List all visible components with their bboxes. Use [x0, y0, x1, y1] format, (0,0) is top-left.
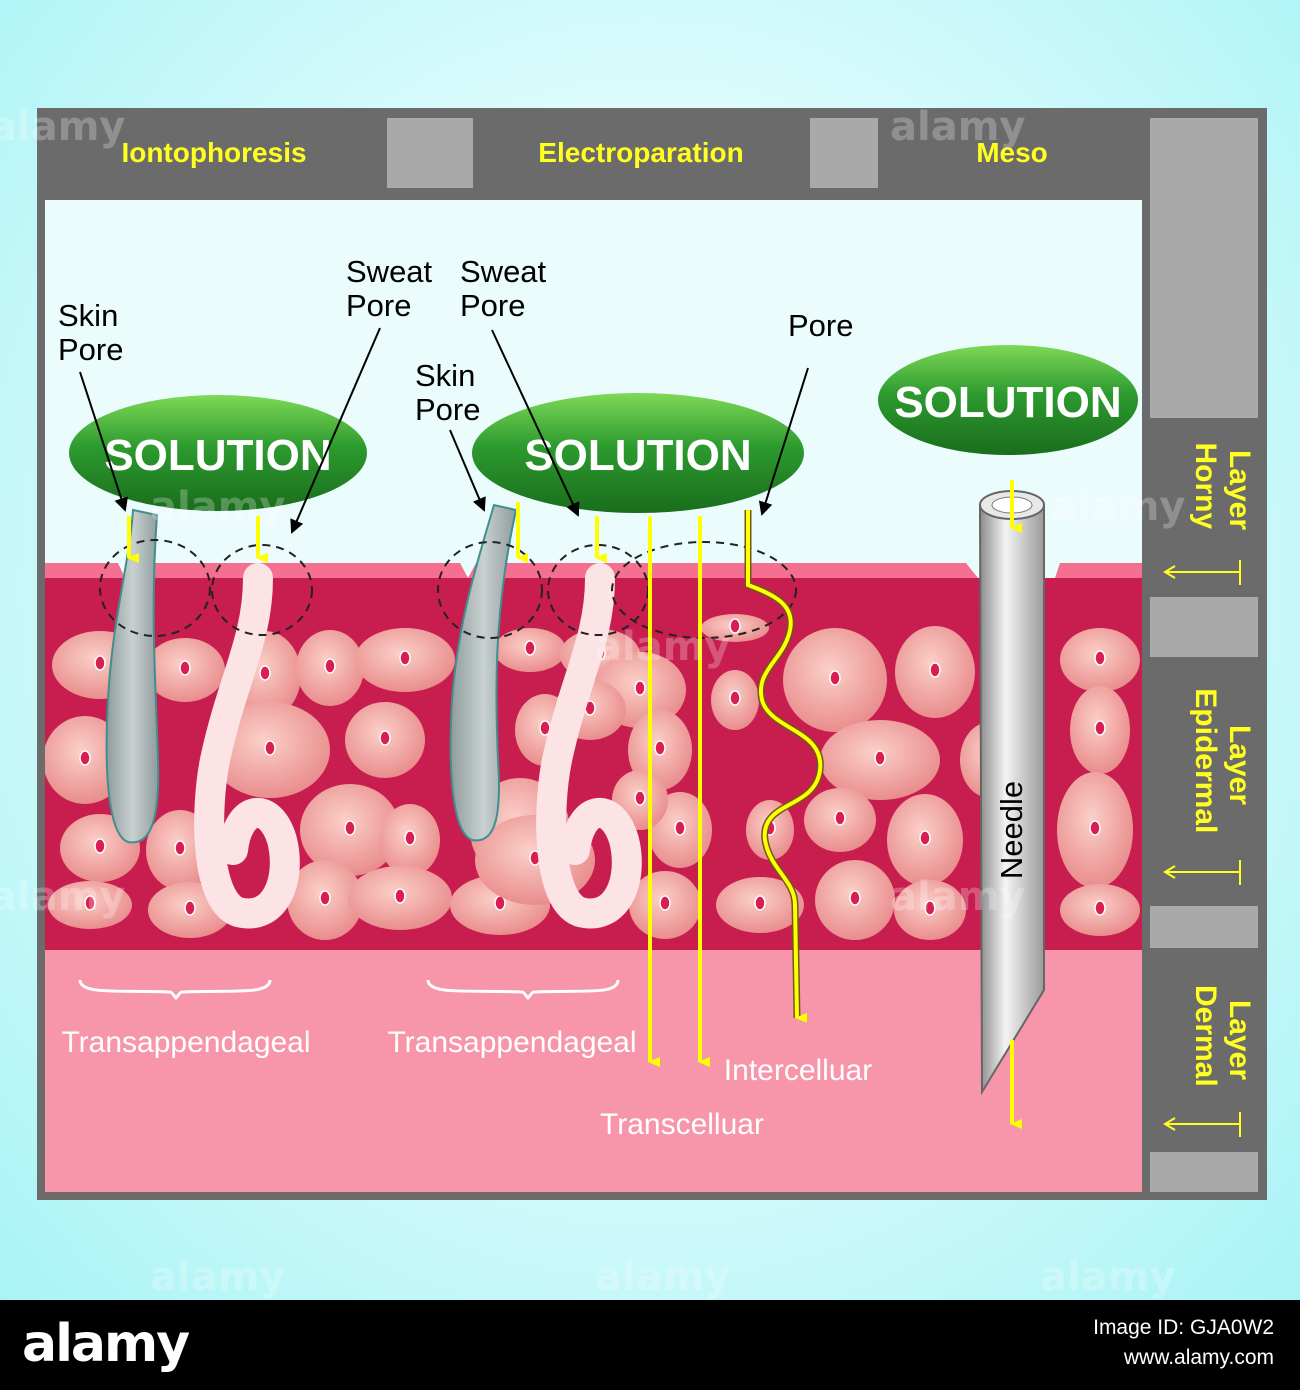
route-transcelluar: Transcelluar	[600, 1108, 764, 1141]
tab-iontophoresis: Iontophoresis	[121, 137, 306, 168]
header-block	[810, 118, 878, 188]
cell-nucleus	[654, 740, 666, 756]
solution-blob	[69, 395, 367, 511]
cell-nucleus	[754, 895, 766, 911]
side-block	[1150, 118, 1258, 418]
watermark: alamy	[0, 874, 125, 920]
cell-nucleus	[729, 690, 741, 706]
cell-nucleus	[874, 750, 886, 766]
side-block	[1150, 1152, 1258, 1192]
cell-nucleus	[729, 618, 741, 634]
cell-nucleus	[379, 730, 391, 746]
side-block	[1150, 597, 1258, 657]
cell-nucleus	[1089, 820, 1101, 836]
skin-pore-label: Skin Pore	[415, 358, 484, 427]
needle-label: Needle	[994, 781, 1029, 879]
watermark: alamy	[1050, 484, 1185, 530]
footer-logo: alamy	[22, 1314, 190, 1374]
watermark: alamy	[890, 874, 1025, 920]
watermark: alamy	[595, 624, 730, 670]
cell-nucleus	[659, 895, 671, 911]
pore-label: Pore	[788, 308, 853, 343]
brace	[426, 979, 620, 1001]
route-transappendageal: Transappendageal	[61, 1026, 310, 1059]
watermark: alamy	[595, 1254, 730, 1300]
watermarks: alamy alamy alamy alamy alamy alamy alam…	[0, 104, 1185, 1300]
cell-nucleus	[404, 830, 416, 846]
cell-nucleus	[174, 840, 186, 856]
cell-nucleus	[919, 830, 931, 846]
cell-nucleus	[1094, 720, 1106, 736]
watermark: alamy	[890, 104, 1025, 150]
solution-label: SOLUTION	[524, 431, 751, 480]
cell-nucleus	[84, 895, 96, 911]
header-block	[387, 118, 473, 188]
hair-follicle	[105, 508, 160, 844]
layer-label-horny: Horny Layer	[1189, 442, 1256, 537]
cell-nucleus	[1094, 650, 1106, 666]
cell-nucleus	[834, 810, 846, 826]
cell-nucleus	[324, 658, 336, 674]
watermark: alamy	[150, 1254, 285, 1300]
side-block	[1150, 906, 1258, 948]
cell-nucleus	[259, 665, 271, 681]
skin-delivery-diagram: Iontophoresis Electroparation Meso	[0, 104, 1267, 1300]
layer-arrows	[1163, 560, 1241, 1137]
cell-nucleus	[634, 680, 646, 696]
cell-nucleus	[634, 790, 646, 806]
cell-nucleus	[264, 740, 276, 756]
dermis-layer	[45, 950, 1142, 1192]
layer-label-epidermal: Epidermal Layer	[1189, 688, 1256, 841]
cell-nucleus	[394, 888, 406, 904]
tab-meso: Meso	[976, 137, 1048, 168]
sweat-gland	[194, 563, 300, 929]
sweat-pore-label: Sweat Pore	[460, 254, 555, 323]
solution-blob	[472, 393, 804, 513]
cell-nucleus	[929, 662, 941, 678]
leader-arrows	[79, 327, 809, 534]
footer-bar: alamy Image ID: GJA0W2 www.alamy.com	[0, 1300, 1300, 1390]
pore-circles	[99, 539, 797, 639]
watermark: alamy	[1040, 1254, 1175, 1300]
hair-follicle	[449, 503, 518, 842]
cell-nucleus	[319, 890, 331, 906]
cell-nucleus	[399, 650, 411, 666]
sweat-gland	[536, 563, 642, 929]
route-transappendageal: Transappendageal	[387, 1026, 636, 1059]
intercellular-path	[746, 510, 823, 1023]
solution-label: SOLUTION	[894, 378, 1121, 427]
cell-nucleus	[94, 655, 106, 671]
brace	[78, 979, 272, 1001]
cell-nucleus	[1094, 900, 1106, 916]
cell-nucleus	[179, 660, 191, 676]
sweat-pore-label: Sweat Pore	[346, 254, 441, 323]
cell-nucleus	[674, 820, 686, 836]
image-id: Image ID: GJA0W2	[1093, 1316, 1274, 1339]
cell-nucleus	[524, 640, 536, 656]
solution-label: SOLUTION	[104, 431, 331, 480]
flow-arrows	[127, 480, 1022, 1129]
site-url: www.alamy.com	[1123, 1346, 1274, 1369]
cell-nucleus	[184, 900, 196, 916]
watermark: alamy	[150, 484, 285, 530]
cell-nucleus	[924, 900, 936, 916]
route-intercelluar: Intercelluar	[724, 1054, 872, 1087]
skin-cells	[45, 614, 1140, 940]
cell-nucleus	[94, 838, 106, 854]
solution-blob	[878, 345, 1138, 455]
cell-nucleus	[829, 670, 841, 686]
cell-nucleus	[849, 890, 861, 906]
cell-nucleus	[344, 820, 356, 836]
tab-electroparation: Electroparation	[538, 137, 743, 168]
skin-pore-label: Skin Pore	[58, 298, 127, 367]
cell-nucleus	[79, 750, 91, 766]
layer-label-dermal: Dermal Layer	[1189, 985, 1256, 1095]
watermark: alamy	[0, 104, 125, 150]
